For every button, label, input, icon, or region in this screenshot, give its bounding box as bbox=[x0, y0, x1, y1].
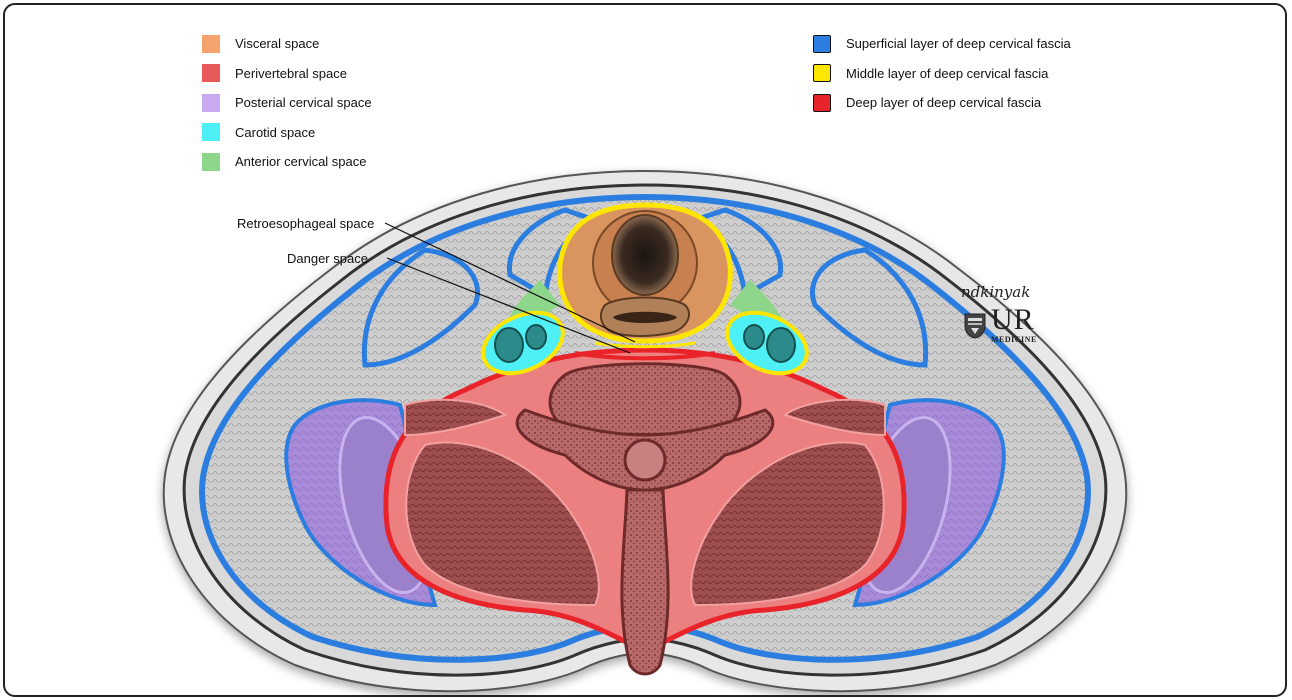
logo-medicine-text: MEDICINE bbox=[991, 336, 1037, 344]
vertebral-body bbox=[550, 364, 740, 435]
ur-medicine-logo: UR MEDICINE bbox=[963, 305, 1037, 344]
neck-cross-section bbox=[5, 5, 1287, 697]
spinal-cord bbox=[625, 440, 665, 480]
spinous-process bbox=[622, 490, 668, 674]
artist-signature: ndkinyak bbox=[961, 283, 1030, 301]
callout-retroesophageal-space: Retroesophageal space bbox=[237, 216, 374, 231]
figure-frame: Visceral space Perivertebral space Poste… bbox=[3, 3, 1287, 697]
university-seal-icon bbox=[963, 311, 987, 339]
callout-danger-space: Danger space bbox=[287, 251, 368, 266]
airway bbox=[612, 215, 678, 295]
logo-ur-text: UR bbox=[991, 305, 1037, 335]
